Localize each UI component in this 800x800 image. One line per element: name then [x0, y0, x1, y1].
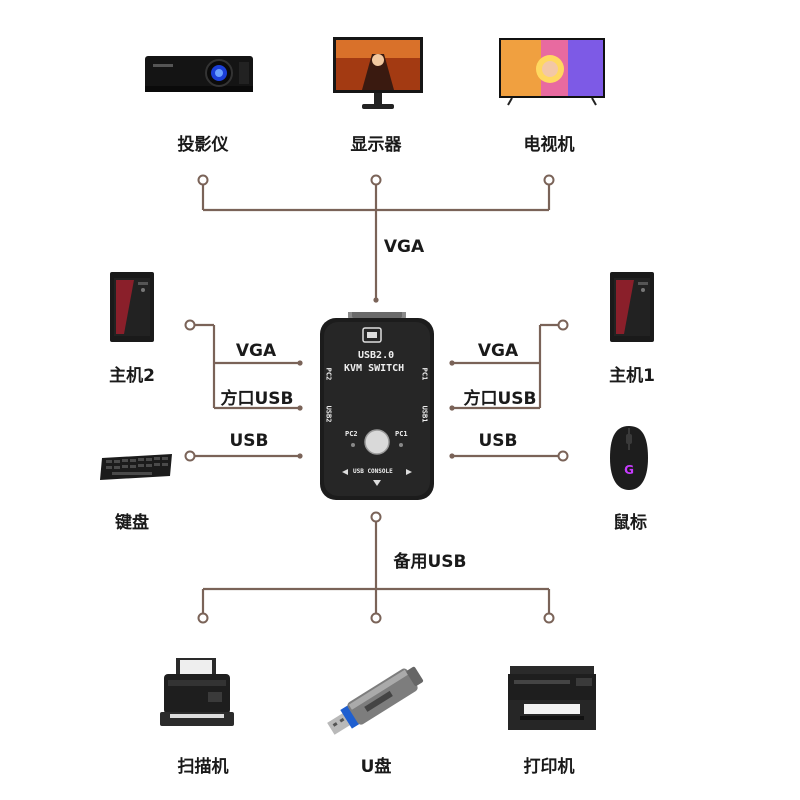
- kvm-side-pc2: PC2: [324, 367, 333, 381]
- monitor-label: 显示器: [350, 135, 402, 155]
- projector-icon: [145, 56, 253, 92]
- scanner-icon: [160, 658, 234, 726]
- pc-tower-icon: [110, 272, 154, 342]
- scanner-label: 扫描机: [177, 757, 229, 777]
- kvm-model-line1: USB2.0: [358, 350, 395, 361]
- left-usb-label: USB: [229, 431, 269, 451]
- kvm-port-pc1: PC1: [395, 430, 408, 438]
- bottom-connection-label: 备用USB: [393, 552, 467, 572]
- mouse-label: 鼠标: [613, 513, 647, 533]
- kvm-port-usb2: USB2: [324, 405, 333, 423]
- kvm-switch-icon: USB2.0 KVM SWITCH PC2 PC1 PC2 PC1 USB2 U…: [318, 312, 436, 502]
- printer-label: 打印机: [523, 757, 575, 777]
- usb-drive-icon: [327, 666, 424, 735]
- kvm-console-label: USB CONSOLE: [353, 468, 393, 475]
- kvm-model-line2: KVM SWITCH: [344, 363, 405, 374]
- svg-text:G: G: [624, 463, 634, 477]
- printer-icon: [508, 666, 596, 730]
- top-connection-label: VGA: [383, 237, 425, 257]
- kvm-port-usb1: USB1: [420, 405, 429, 423]
- right-usb-label: USB: [478, 431, 518, 451]
- keyboard-label: 键盘: [115, 513, 149, 533]
- keyboard-icon: [100, 454, 172, 480]
- udisk-label: U盘: [360, 757, 392, 777]
- kvm-port-pc2: PC2: [345, 430, 358, 438]
- mouse-icon: G: [610, 426, 648, 490]
- right-usb-b-label: 方口USB: [463, 389, 537, 409]
- projector-label: 投影仪: [177, 135, 229, 155]
- pc-tower-icon: [610, 272, 654, 342]
- tv-icon: [499, 38, 605, 106]
- host1-label: 主机1: [609, 366, 655, 386]
- host2-label: 主机2: [109, 366, 155, 386]
- left-vga-label: VGA: [235, 341, 277, 361]
- monitor-icon: [333, 37, 423, 109]
- tv-label: 电视机: [523, 135, 575, 155]
- right-vga-label: VGA: [477, 341, 519, 361]
- kvm-side-pc1: PC1: [420, 367, 429, 381]
- left-usb-b-label: 方口USB: [220, 389, 294, 409]
